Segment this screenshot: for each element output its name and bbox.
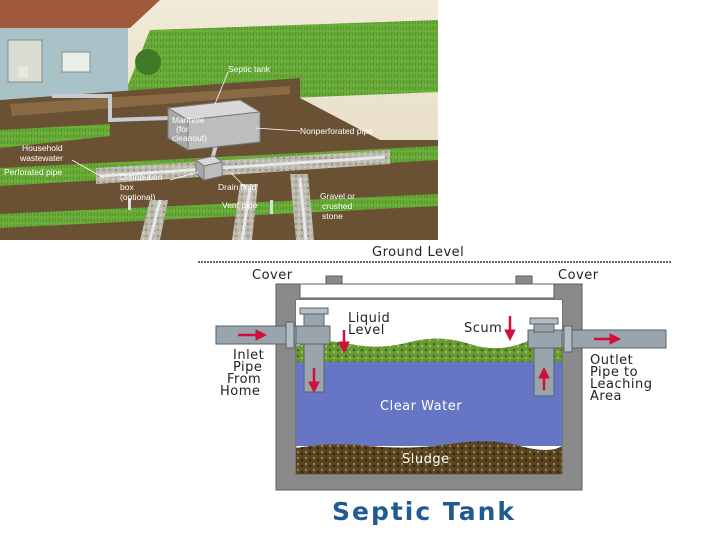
vent-pipe-label: Vent pipe — [222, 200, 258, 210]
tank-lid — [299, 283, 555, 299]
inlet-label-2: Pipe — [233, 360, 262, 375]
septic-tank-box — [166, 99, 262, 151]
liquid-level-label-2: Level — [348, 323, 385, 338]
gravel-label-2: crushed — [322, 201, 353, 211]
cover-left-label: Cover — [252, 268, 293, 283]
distribution-box-label-2: box — [120, 182, 134, 192]
septic-tank-label: Septic tank — [228, 64, 271, 74]
scum-layer — [296, 334, 562, 362]
ground-level-label: Ground Level — [372, 245, 464, 260]
perforated-pipe-label: Perforated pipe — [4, 167, 62, 177]
distribution-box-label: Distribution — [120, 172, 163, 182]
nonperforated-pipe-label: Nonperforated pipe — [300, 126, 373, 136]
inlet-flow-arrow — [238, 329, 268, 341]
drain-field-illustration: Septic tank Manhole (for cleanout) Nonpe… — [0, 0, 438, 241]
cover-handle-right — [515, 275, 533, 285]
outlet-label-1: Outlet — [590, 353, 633, 368]
outlet-up-arrow — [538, 366, 550, 390]
page-title: Septic Tank — [332, 497, 516, 526]
leader-lines — [71, 71, 301, 189]
inlet-label-3: From — [227, 372, 261, 387]
distribution-box-label-3: (optional) — [120, 192, 156, 202]
clear-water-layer — [296, 358, 562, 446]
inlet-label-4: Home — [220, 384, 260, 399]
gravel-label-3: stone — [322, 211, 343, 221]
septic-cross-section: Ground Level Cover Cover — [198, 245, 672, 491]
drain-field-label: Drain field — [218, 182, 257, 192]
liquid-level-arrow — [338, 330, 350, 354]
household-label: Household — [22, 143, 63, 153]
cover-right-label: Cover — [558, 268, 599, 283]
house — [0, 0, 160, 100]
liquid-level-label: Liquid — [348, 311, 390, 326]
sludge-layer — [296, 441, 562, 474]
sludge-label: Sludge — [402, 452, 450, 467]
manhole-label: Manhole — [172, 115, 205, 125]
scum-label: Scum — [464, 321, 502, 336]
bush — [135, 49, 161, 75]
vent-pipe — [270, 200, 273, 214]
outlet-flow-arrow — [594, 333, 622, 345]
perforated-pipe — [99, 155, 386, 178]
outlet-label-2: Pipe to — [590, 365, 638, 380]
inlet-label-1: Inlet — [233, 348, 264, 363]
flow-arrows — [238, 316, 622, 394]
household-label-2: wastewater — [19, 153, 63, 163]
outlet-label-3: Leaching — [590, 377, 652, 392]
inlet-down-arrow — [308, 368, 320, 394]
household-pipe — [52, 94, 171, 123]
gravel-label: Gravel or — [320, 191, 355, 201]
distribution-box — [194, 155, 224, 181]
manhole-label-2: (for — [176, 124, 189, 134]
outlet-label-4: Area — [590, 389, 622, 404]
clear-water-label: Clear Water — [380, 399, 462, 414]
manhole-label-3: cleanout) — [172, 133, 207, 143]
scum-arrow — [504, 316, 516, 342]
air-space — [296, 300, 562, 342]
cover-handle-left — [325, 275, 343, 285]
back-lawn — [120, 20, 438, 105]
